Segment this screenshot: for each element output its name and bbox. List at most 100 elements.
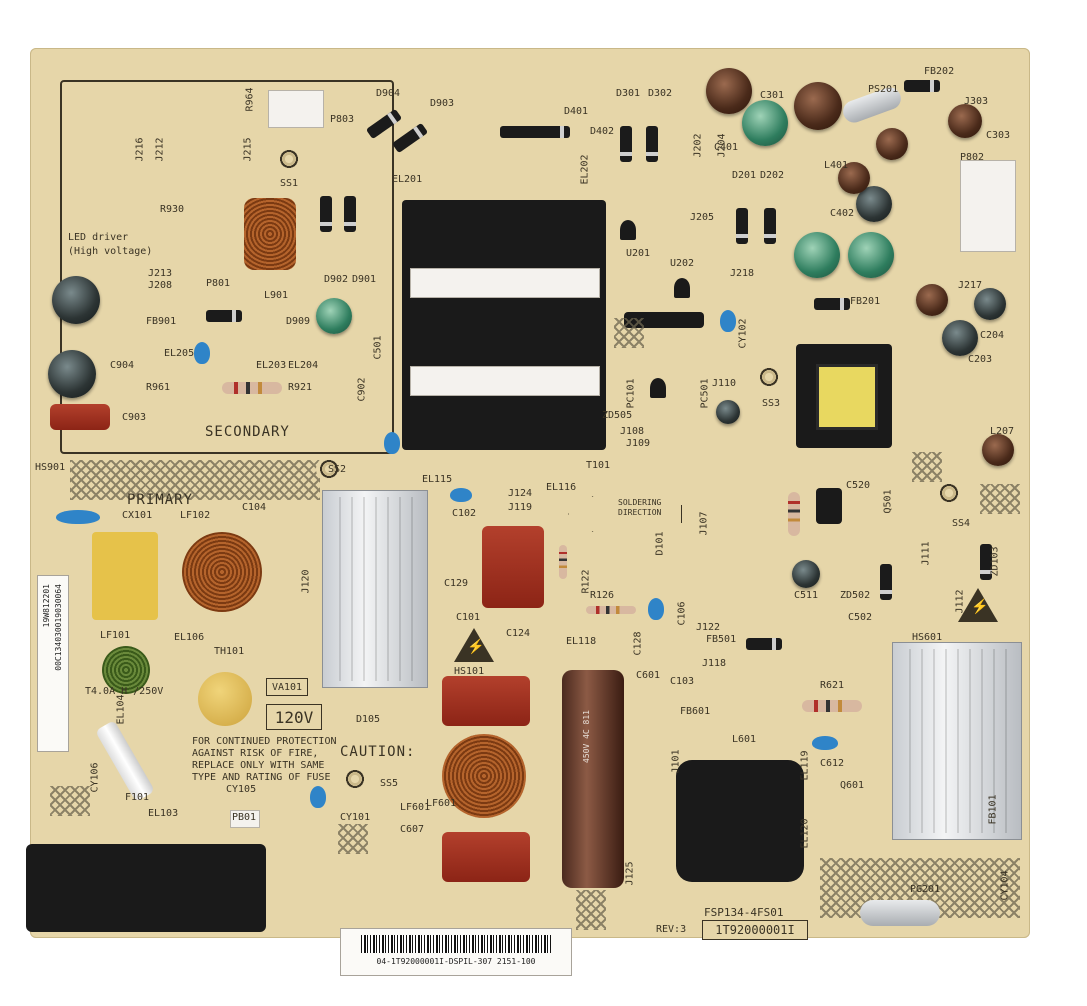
led-driver-label: LED driver: [68, 232, 129, 243]
hatch-5: [576, 890, 606, 930]
inductor-l901: [244, 198, 296, 270]
fuse-rating: T4.0A H /250V: [85, 686, 164, 697]
diode-d901: [344, 196, 356, 232]
cap-cy101: [310, 786, 326, 808]
cap-c612-small: [716, 400, 740, 424]
led-driver-outline: [60, 80, 394, 454]
high-voltage-label: (High voltage): [68, 246, 153, 257]
j217-label: J217: [958, 280, 983, 291]
fb202-label: FB202: [924, 66, 955, 77]
cap-c501: [316, 298, 352, 334]
cap-c904: [48, 350, 96, 398]
ac-input-connector[interactable]: [26, 844, 266, 932]
cap-c402: [856, 186, 892, 222]
diode-fb201: [814, 298, 850, 310]
hv-warning-icon: [454, 628, 494, 662]
el201-label: EL201: [392, 174, 423, 185]
j204-label: J204: [716, 133, 728, 158]
hatch-7: [912, 452, 942, 482]
r122-label: R122: [580, 569, 592, 594]
cap-c106: [648, 598, 664, 620]
c204-label: C204: [980, 330, 1005, 341]
el116-label: EL116: [546, 482, 577, 493]
d101-label: D101: [654, 531, 666, 556]
j107-label: J107: [698, 511, 710, 536]
barcode-sticker: 04-1T92000001I-DSPIL-307 2151-100: [340, 928, 572, 976]
fb901-label: FB901: [146, 316, 177, 327]
j118-label: J118: [702, 658, 727, 669]
c401-label: C401: [714, 142, 739, 153]
j108-label: J108: [620, 426, 645, 437]
connector-p803[interactable]: [268, 90, 324, 128]
j303-label: J303: [964, 96, 989, 107]
screw-ss3: [756, 364, 782, 390]
c303-label: C303: [986, 130, 1011, 141]
diode-d903: [391, 122, 429, 154]
c903-label: C903: [122, 412, 147, 423]
u202-label: U202: [670, 258, 695, 269]
film-cap-1: [442, 676, 530, 726]
pc501-label: PC501: [699, 378, 711, 409]
r964-label: R964: [244, 87, 256, 112]
hv-warning-icon-2: [958, 588, 998, 622]
cap-c612: [812, 736, 838, 750]
d401-label: D401: [564, 106, 589, 117]
choke-lf102: [182, 532, 262, 612]
d903-label: D903: [430, 98, 455, 109]
l207-label: L207: [990, 426, 1015, 437]
cap-c303: [948, 104, 982, 138]
p801-label: P801: [206, 278, 231, 289]
l901-label: L901: [264, 290, 289, 301]
cy105-label: CY105: [226, 784, 257, 795]
ss1-label: SS1: [280, 178, 299, 189]
c102-label: C102: [452, 508, 477, 519]
c502-label: C502: [848, 612, 873, 623]
p803-label: P803: [330, 114, 355, 125]
lf601-label-2: LF601: [400, 802, 431, 813]
lf601-label: LF601: [426, 798, 457, 809]
c902-label: C902: [356, 377, 368, 402]
j218-label: J218: [730, 268, 755, 279]
ss3-label: SS3: [762, 398, 781, 409]
ic-u201: [620, 220, 636, 240]
u201-label: U201: [626, 248, 651, 259]
ground-lug-pg201: [860, 900, 940, 926]
d902-label: D902: [324, 274, 349, 285]
d904-label: D904: [376, 88, 401, 99]
screw-ss1: [276, 146, 302, 172]
c101-label: C101: [456, 612, 481, 623]
fb501-label: FB501: [706, 634, 737, 645]
ic-u202: [674, 278, 690, 298]
lf101-label: LF101: [100, 630, 131, 641]
diode-d401: [500, 126, 570, 138]
th101-label: TH101: [214, 646, 245, 657]
cap-cy103: [384, 432, 400, 454]
bulk-capacitor: [562, 670, 624, 888]
j216-label: J216: [134, 137, 146, 162]
barcode: [361, 935, 551, 953]
pc101-label: PC101: [625, 378, 637, 409]
d105-label: D105: [356, 714, 381, 725]
c501-label: C501: [372, 335, 384, 360]
x-capacitor-cx101: [92, 532, 158, 620]
film-cap-c129: [482, 526, 544, 608]
diode-d301: [620, 126, 632, 162]
side-sticker-text-1: 19W812201: [42, 584, 51, 628]
resistor-r621: [802, 700, 862, 712]
connector-p802[interactable]: [960, 160, 1016, 252]
ic-u501: [816, 488, 842, 524]
diode-j111: [880, 564, 892, 600]
screw-ss4: [936, 480, 962, 506]
q501-label: Q501: [882, 489, 894, 514]
warning-line-1: FOR CONTINUED PROTECTION: [192, 736, 337, 747]
cy102-label: CY102: [737, 318, 749, 349]
j202-label: J202: [692, 133, 704, 158]
el202-label: EL202: [579, 154, 591, 185]
l401-label: L401: [824, 160, 849, 171]
pcb-board: LED driver (High voltage) SECONDARY PRIM…: [26, 48, 1030, 976]
el106-label: EL106: [174, 632, 205, 643]
warning-line-2: AGAINST RISK OF FIRE,: [192, 748, 319, 759]
cap-c301-b: [794, 82, 842, 130]
model-label: FSP134-4FS01: [704, 906, 784, 919]
diode-d202: [764, 208, 776, 244]
